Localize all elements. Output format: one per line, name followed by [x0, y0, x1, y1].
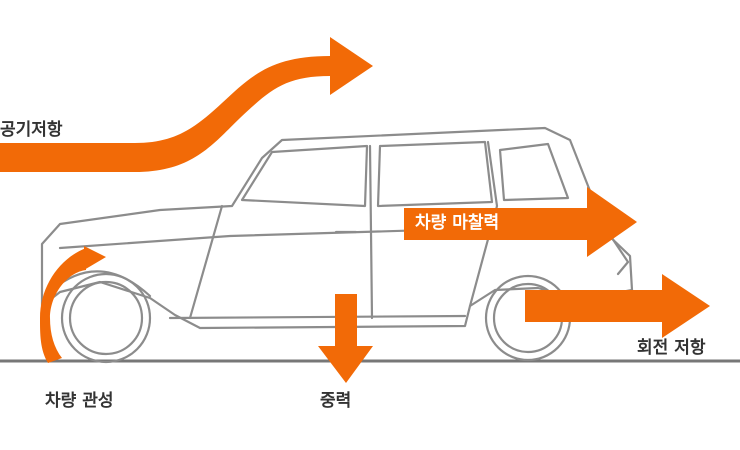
drivetrain-friction-arrow — [404, 187, 637, 257]
car-rocker-line — [168, 314, 467, 320]
gravity-label: 중력 — [320, 391, 352, 411]
rear-door-window — [376, 140, 494, 208]
rolling-resistance-label: 회전 저항 — [637, 338, 706, 358]
rear-light-detail — [610, 236, 630, 276]
front-window — [240, 144, 369, 208]
rolling-resistance-arrow — [525, 274, 710, 338]
rear-door-outline — [468, 140, 499, 308]
air-resistance-arrow — [0, 37, 373, 172]
drivetrain-friction-label: 차량 마찰력 — [415, 213, 500, 233]
air-resistance-label: 공기저항 — [0, 120, 63, 140]
rear-quarter-window — [498, 142, 570, 202]
gravity-arrow — [318, 294, 373, 383]
vehicle-inertia-arc — [40, 248, 86, 363]
vehicle-inertia-arrowhead — [84, 246, 106, 270]
front-wheel — [60, 272, 152, 364]
front-door-outline — [188, 144, 374, 320]
vehicle-inertia-label: 차량 관성 — [45, 391, 114, 411]
